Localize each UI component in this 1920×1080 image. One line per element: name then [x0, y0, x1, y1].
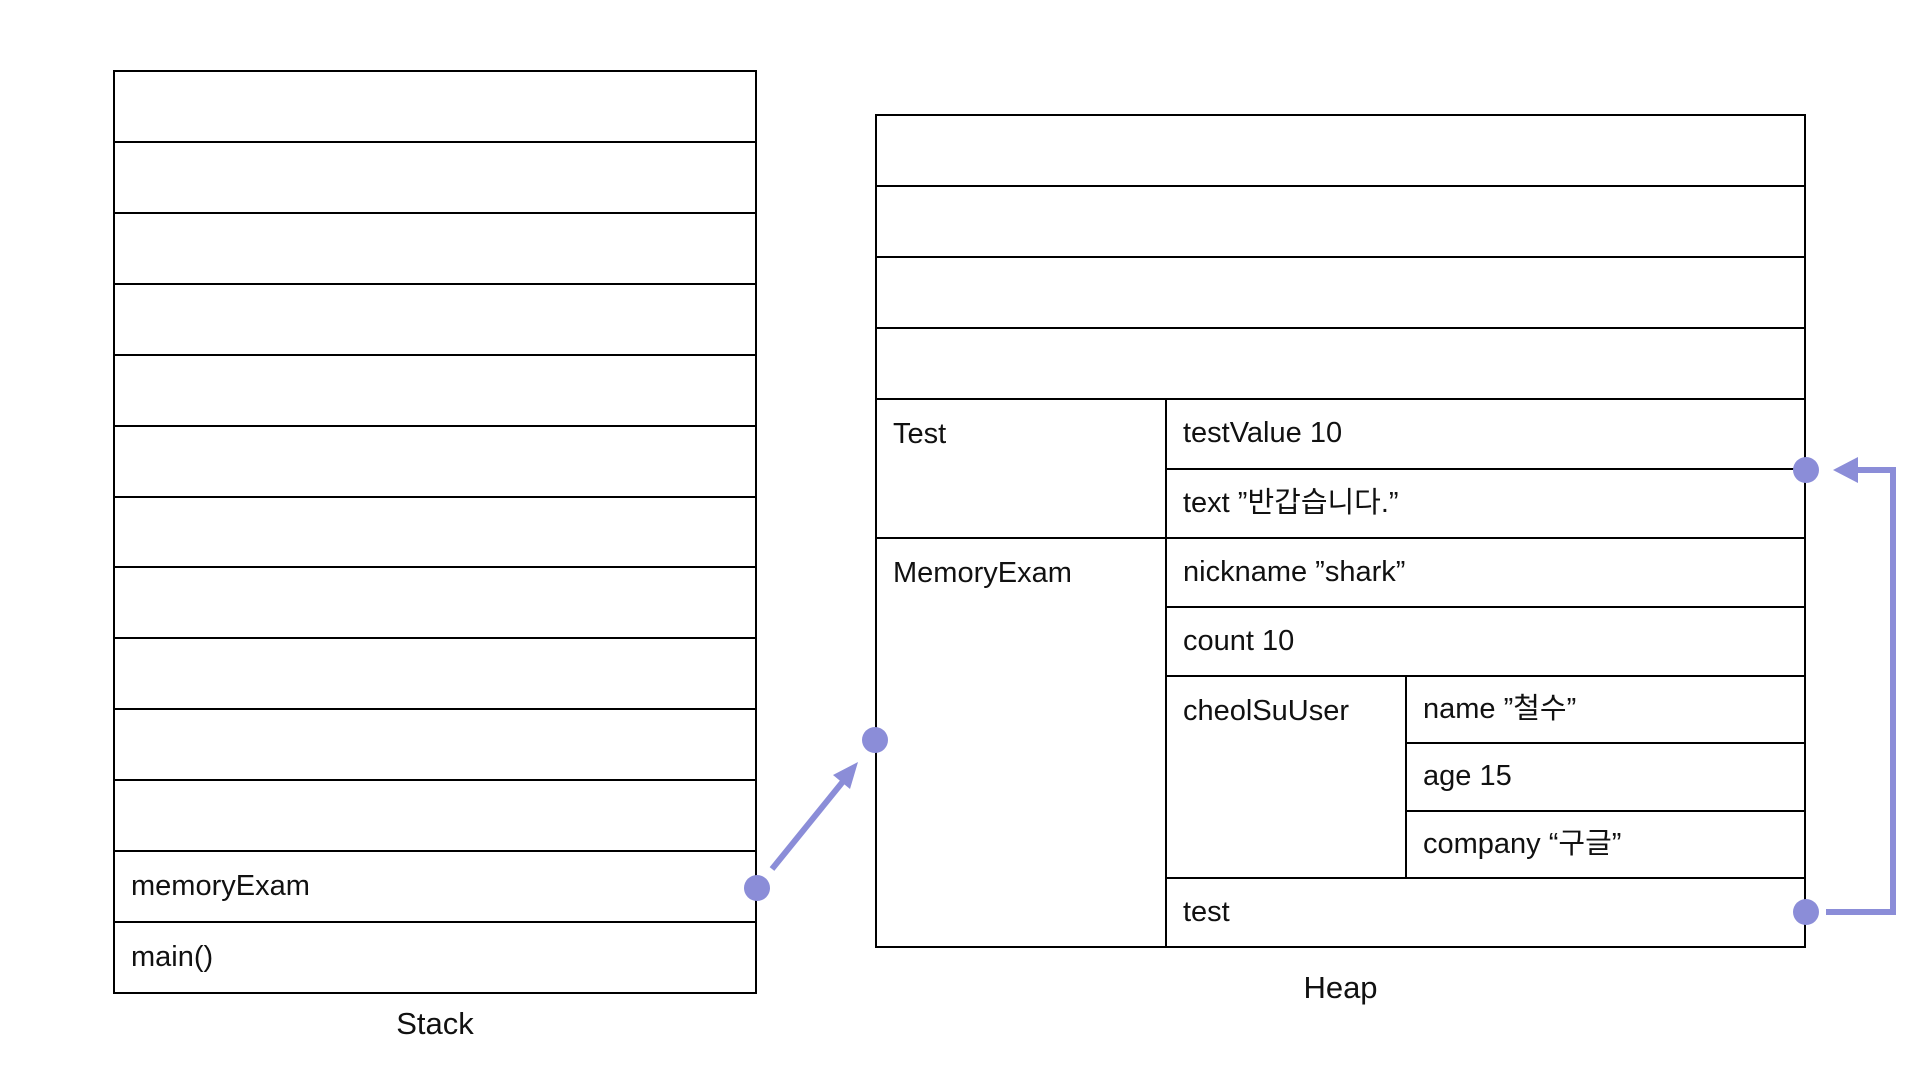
- stack-frame-memoryexam: memoryExam: [115, 852, 755, 924]
- stack-caption: Stack: [396, 1006, 474, 1041]
- stack-frame-label: memoryExam: [131, 870, 310, 903]
- heap-field-name: name ”철수”: [1407, 677, 1804, 745]
- heap-object-memoryexam: MemoryExam nickname ”shark” count 10 che…: [877, 539, 1804, 946]
- stack-empty-row: [115, 710, 755, 782]
- heap-object-fields: nickname ”shark” count 10 cheolSuUser na…: [1167, 539, 1804, 946]
- stack-empty-row: [115, 498, 755, 569]
- stack-empty-row: [115, 639, 755, 711]
- heap-object-name: Test: [877, 400, 1167, 537]
- heap-empty-row: [877, 258, 1804, 329]
- heap-field-text: text ”반갑습니다.”: [1183, 486, 1399, 519]
- heap-field-nickname: nickname ”shark”: [1167, 539, 1804, 608]
- stack-table: memoryExam main(): [113, 70, 757, 994]
- heap-field-age: age 15: [1407, 744, 1804, 812]
- stack-empty-row: [115, 72, 755, 143]
- heap-field-test: test: [1183, 895, 1230, 928]
- stack-empty-row: [115, 356, 755, 427]
- heap-nested-fields: name ”철수” age 15 company “구글”: [1407, 677, 1804, 878]
- heap-empty-row: [877, 329, 1804, 400]
- pointer-arrow-memoryexam-line: [769, 777, 848, 871]
- heap-empty-row: [877, 187, 1804, 258]
- heap-empty-row: [877, 116, 1804, 187]
- heap-object-test: Test testValue 10 text ”반갑습니다.”: [877, 400, 1804, 539]
- heap-field-company: company “구글”: [1423, 827, 1622, 860]
- heap-object-fields: testValue 10 text ”반갑습니다.”: [1167, 400, 1804, 537]
- heap-nested-object-cheolsuuser: cheolSuUser name ”철수” age 15 company “구글…: [1167, 676, 1804, 880]
- heap-object-name: MemoryExam: [877, 539, 1167, 946]
- pointer-arrow-memoryexam-head: [833, 762, 858, 789]
- stack-empty-row: [115, 285, 755, 356]
- stack-empty-row: [115, 568, 755, 640]
- pointer-arrow-test-head: [1833, 457, 1858, 483]
- stack-frame-label: main(): [131, 941, 214, 974]
- heap-table: Test testValue 10 text ”반갑습니다.” MemoryEx…: [875, 114, 1806, 948]
- heap-field-count: count 10: [1167, 608, 1804, 677]
- stack-empty-row: [115, 781, 755, 853]
- heap-caption: Heap: [1303, 970, 1378, 1005]
- heap-nested-object-name: cheolSuUser: [1167, 676, 1407, 878]
- stack-empty-row: [115, 427, 755, 498]
- stack-frame-main: main(): [115, 923, 755, 992]
- stack-empty-row: [115, 214, 755, 285]
- stack-empty-row: [115, 143, 755, 214]
- heap-field-testvalue: testValue 10: [1167, 400, 1804, 470]
- pointer-arrow-test-line: [1826, 467, 1896, 915]
